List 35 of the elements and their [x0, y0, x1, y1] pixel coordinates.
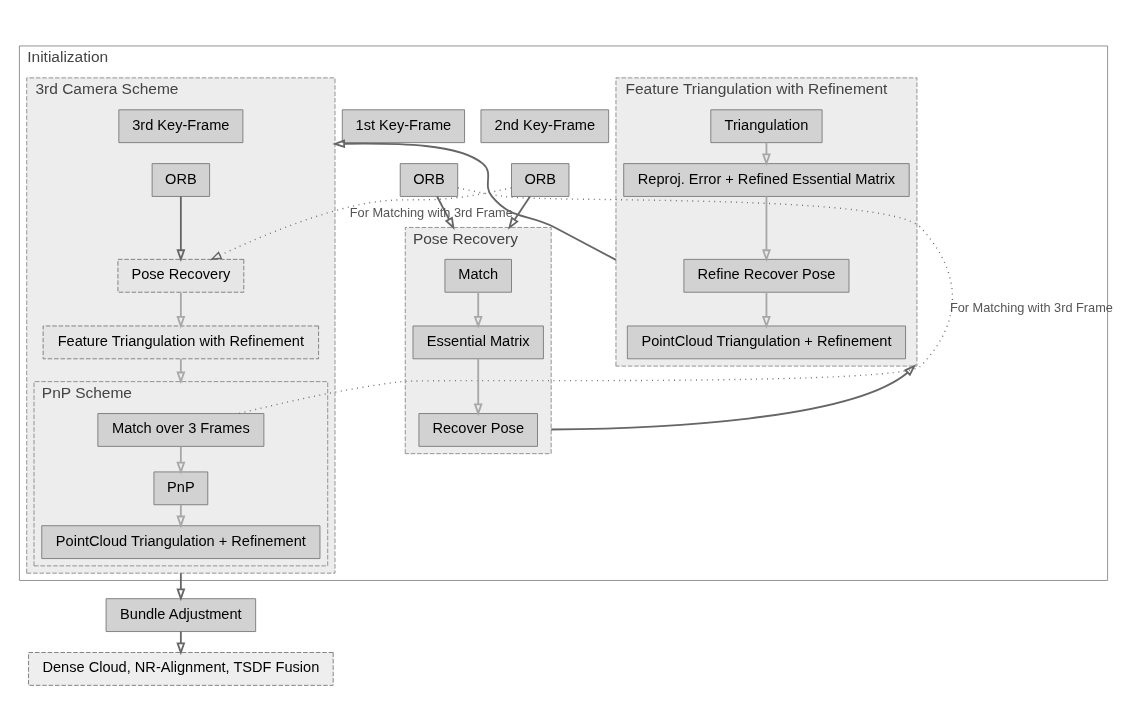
arrow [761, 291, 771, 329]
arrow [508, 195, 531, 230]
arrow [176, 195, 186, 263]
arrow [176, 358, 186, 385]
arrow [176, 630, 186, 656]
node-box: Pose Recovery [117, 258, 245, 293]
node-box: Reproj. Error + Refined Essential Matrix [623, 163, 910, 197]
node-box: PointCloud Triangulation + Refinement [41, 525, 321, 559]
node-box: ORB [151, 163, 211, 197]
arrow [176, 445, 186, 475]
node-box: ORB [399, 163, 459, 197]
node-box: 3rd Key-Frame [118, 109, 244, 144]
arrow [473, 358, 483, 417]
node-box: Match [444, 258, 512, 293]
arrow [176, 572, 186, 602]
node-box: 2nd Key-Frame [480, 109, 610, 144]
node-box: ORB [511, 163, 570, 197]
arrow [761, 195, 771, 263]
arrow [473, 291, 483, 329]
node-box: Dense Cloud, NR-Alignment, TSDF Fusion [28, 652, 334, 686]
arrow [209, 187, 512, 261]
node-box: PointCloud Triangulation + Refinement [626, 325, 906, 360]
arrow [176, 503, 186, 529]
arrow [550, 364, 917, 431]
arrow [176, 291, 186, 329]
node-box: Refine Recover Pose [683, 258, 850, 293]
node-box: Bundle Adjustment [105, 598, 257, 632]
node-box: Essential Matrix [412, 325, 544, 360]
node-box: 1st Key-Frame [341, 109, 465, 144]
arrow [332, 139, 617, 261]
node-box: Feature Triangulation with Refinement [42, 325, 320, 360]
node-box: Match over 3 Frames [97, 413, 265, 447]
node-box: Triangulation [710, 109, 823, 144]
node-box: Recover Pose [418, 413, 538, 447]
node-box: PnP [153, 471, 209, 506]
